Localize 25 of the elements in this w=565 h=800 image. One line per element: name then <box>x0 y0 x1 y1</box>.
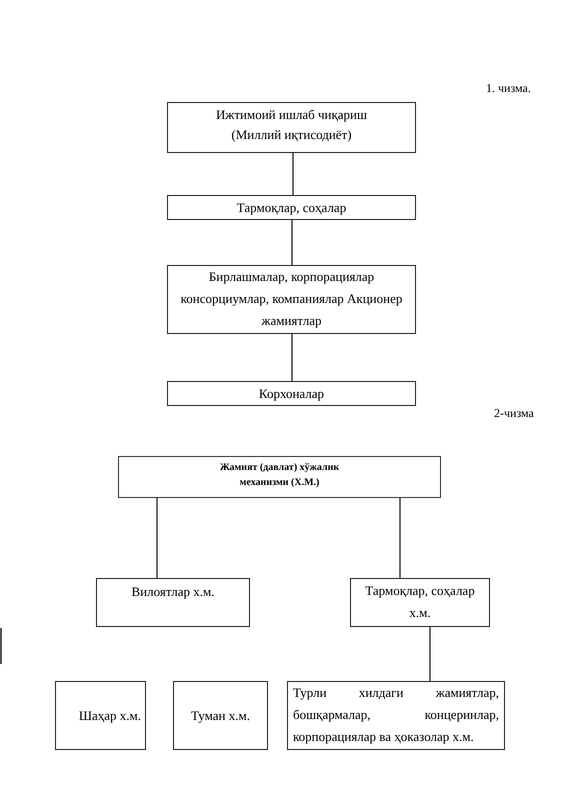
node-label: Шаҳар х.м. <box>78 706 141 724</box>
node-label: Корхоналар <box>258 384 324 402</box>
process-box <box>118 456 441 498</box>
figure-label: 2-чизма <box>494 405 534 421</box>
process-box <box>350 578 490 627</box>
connector-line <box>156 498 158 578</box>
node-label: Тармоқлар, соҳалар х.м. <box>364 582 476 622</box>
connector-line <box>292 152 294 196</box>
process-box <box>173 681 268 750</box>
node-label: Жамият (давлат) хўжалик механизми (Х.М.) <box>218 461 340 490</box>
figure-label: 1. чизма. <box>486 80 531 96</box>
process-box <box>96 578 250 627</box>
process-box <box>167 265 416 334</box>
node-label: Ижтимоий ишлаб чиқариш <box>216 106 368 124</box>
node-label: (Миллий иқтисодиёт) <box>231 126 352 144</box>
process-box <box>55 681 146 750</box>
process-box <box>287 681 505 750</box>
node-label: Бирлашмалар, корпорациялар консорциумлар, компаниялар Акционер жамиятлар <box>180 268 404 330</box>
node-label: Тармоқлар, соҳалар <box>236 198 346 216</box>
process-box <box>167 102 416 153</box>
process-box <box>167 381 416 406</box>
node-label: Вилоятлар х.м. <box>132 583 214 601</box>
process-box <box>167 195 416 220</box>
node-label: Турли хилдаги жамиятлар, бошқармалар, концеринлар, корпорациялар ва ҳоказолар х.м. <box>293 684 499 746</box>
node-label: Туман х.м. <box>191 706 250 724</box>
